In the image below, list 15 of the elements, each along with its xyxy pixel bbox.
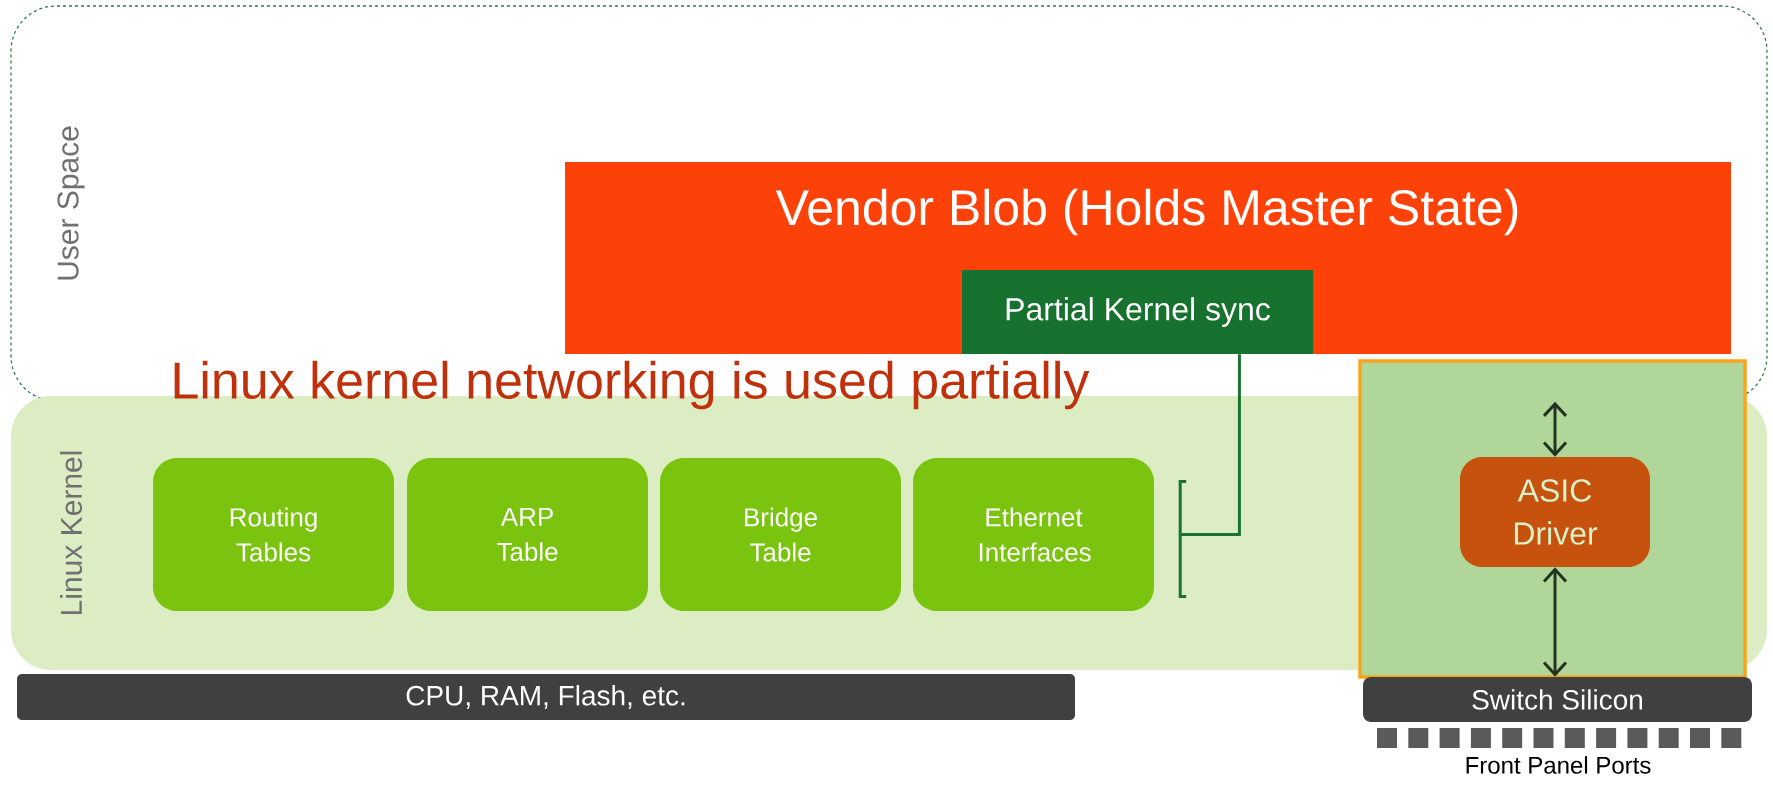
region-label: User Space [57, 126, 85, 280]
hardware-bar: CPU, RAM, Flash, etc. [17, 674, 1075, 720]
driver-box: ASIC Driver [1460, 457, 1650, 567]
region-label: Linux Kernel [60, 451, 83, 614]
table-box: ARP Table [407, 458, 648, 611]
table-box: Ethernet Interfaces [913, 458, 1154, 611]
double-arrow [1542, 401, 1568, 457]
sync-box: Partial Kernel sync [962, 270, 1313, 354]
bracket-connector [1178, 352, 1241, 598]
table-box: Routing Tables [153, 458, 394, 611]
double-arrow [1542, 567, 1568, 677]
silicon-bar: Switch Silicon [1363, 677, 1752, 722]
table-box: Bridge Table [660, 458, 901, 611]
ports-label: Front Panel Ports [1466, 756, 1651, 774]
overlay-note: Linux kernel networking is used partially [174, 360, 1090, 410]
